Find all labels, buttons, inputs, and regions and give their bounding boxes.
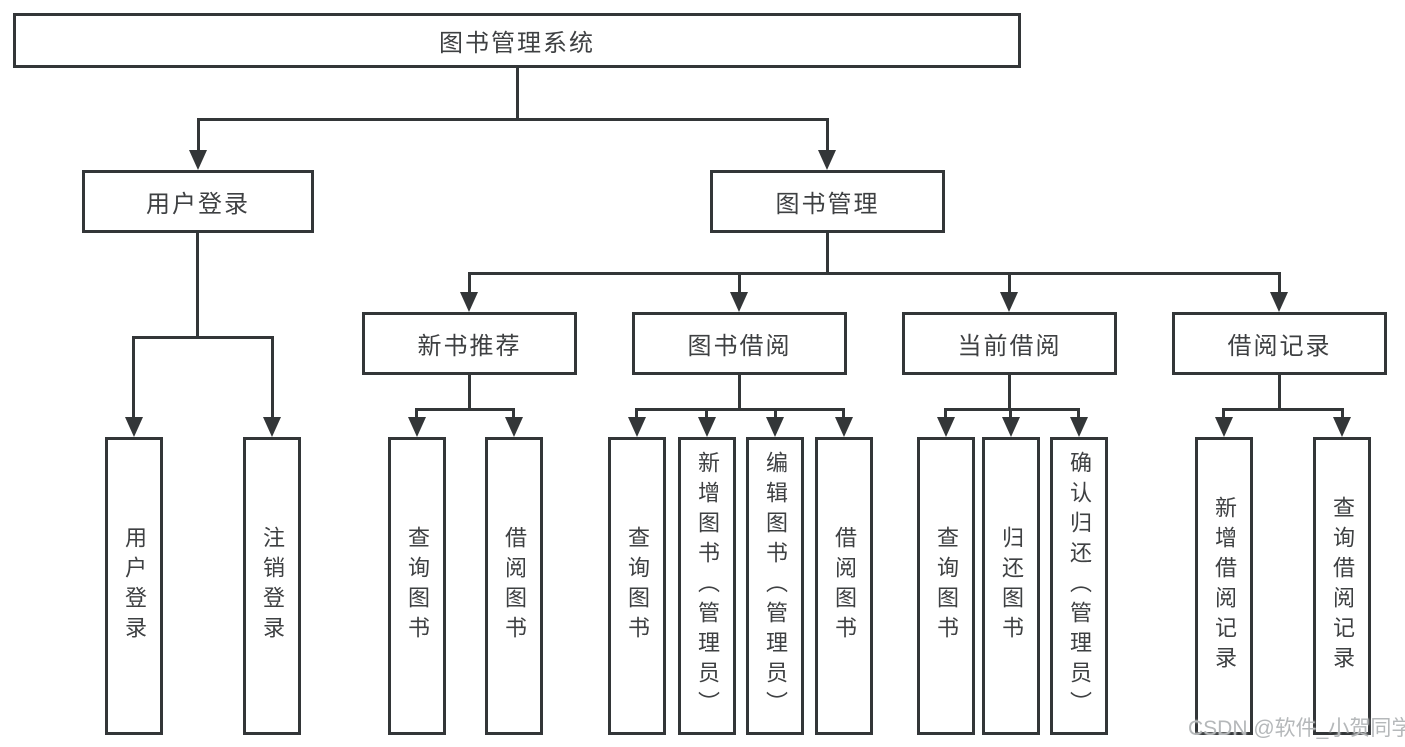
arrowhead-down-icon (460, 292, 478, 312)
leaf-label: 用户登录 (122, 526, 147, 646)
connector-hline (635, 408, 845, 411)
connector-vline (826, 118, 829, 152)
leaf-label: 借阅图书 (502, 526, 527, 646)
connector-hline (197, 118, 829, 121)
connector-hline (468, 272, 1280, 275)
connector-vline (635, 408, 638, 420)
connector-hline (944, 408, 1080, 411)
watermark: CSDN @软件_小贺同学 (1188, 717, 1405, 740)
node-root: 图书管理系统 (13, 13, 1021, 68)
arrowhead-down-icon (1070, 417, 1088, 437)
connector-hline (1222, 408, 1344, 411)
leaf-logout: 注销登录 (243, 437, 301, 735)
arrowhead-down-icon (937, 417, 955, 437)
node-user-login: 用户登录 (82, 170, 314, 233)
arrowhead-down-icon (1215, 417, 1233, 437)
connector-vline (1278, 375, 1281, 408)
connector-vline (1278, 272, 1281, 295)
connector-vline (516, 68, 519, 121)
connector-vline (197, 118, 200, 152)
arrowhead-down-icon (189, 150, 207, 170)
connector-vline (1077, 408, 1080, 420)
connector-vline (512, 408, 515, 420)
connector-vline (468, 375, 471, 408)
leaf-label: 新增图书（管理员） (695, 451, 720, 721)
leaf-label: 查询图书 (934, 526, 959, 646)
node-new-book-recommend-label: 新书推荐 (417, 333, 522, 360)
node-user-login-label: 用户登录 (146, 191, 250, 218)
leaf-query-book-borrow: 查询图书 (608, 437, 666, 735)
leaf-label: 查询借阅记录 (1330, 496, 1355, 676)
arrowhead-down-icon (408, 417, 426, 437)
node-borrow-records-label: 借阅记录 (1227, 333, 1332, 360)
leaf-query-book-current: 查询图书 (917, 437, 975, 735)
connector-vline (738, 272, 741, 295)
connector-vline (1008, 272, 1011, 295)
arrowhead-down-icon (1000, 292, 1018, 312)
node-book-borrow-label: 图书借阅 (687, 333, 792, 360)
node-book-management: 图书管理 (710, 170, 945, 233)
connector-hline (415, 408, 515, 411)
leaf-confirm-return-admin: 确认归还（管理员） (1050, 437, 1108, 735)
connector-hline (132, 336, 273, 339)
node-root-label: 图书管理系统 (439, 30, 595, 57)
arrowhead-down-icon (505, 417, 523, 437)
connector-vline (738, 375, 741, 408)
leaf-label: 归还图书 (999, 526, 1024, 646)
arrowhead-down-icon (766, 417, 784, 437)
connector-vline (842, 408, 845, 420)
connector-vline (1222, 408, 1225, 420)
node-current-borrow-label: 当前借阅 (957, 333, 1062, 360)
leaf-query-book-recommend: 查询图书 (388, 437, 446, 735)
connector-vline (944, 408, 947, 420)
arrowhead-down-icon (125, 417, 143, 437)
leaf-edit-book-admin: 编辑图书（管理员） (746, 437, 804, 735)
leaf-borrow-book-recommend: 借阅图书 (485, 437, 543, 735)
leaf-add-borrow-record: 新增借阅记录 (1195, 437, 1253, 735)
arrowhead-down-icon (1002, 417, 1020, 437)
arrowhead-down-icon (263, 417, 281, 437)
node-book-management-label: 图书管理 (775, 191, 880, 218)
arrowhead-down-icon (1333, 417, 1351, 437)
arrowhead-down-icon (1270, 292, 1288, 312)
leaf-add-book-admin: 新增图书（管理员） (678, 437, 736, 735)
leaf-label: 注销登录 (260, 526, 285, 646)
arrowhead-down-icon (698, 417, 716, 437)
leaf-label: 编辑图书（管理员） (763, 451, 788, 721)
leaf-label: 新增借阅记录 (1212, 496, 1237, 676)
leaf-user-login: 用户登录 (105, 437, 163, 735)
leaf-query-borrow-record: 查询借阅记录 (1313, 437, 1371, 735)
arrowhead-down-icon (730, 292, 748, 312)
node-current-borrow: 当前借阅 (902, 312, 1117, 375)
node-book-borrow: 图书借阅 (632, 312, 847, 375)
leaf-label: 查询图书 (625, 526, 650, 646)
leaf-label: 查询图书 (405, 526, 430, 646)
connector-vline (1008, 375, 1011, 408)
connector-vline (132, 336, 135, 419)
connector-vline (271, 336, 274, 419)
connector-vline (826, 233, 829, 272)
leaf-label: 确认归还（管理员） (1067, 451, 1092, 721)
connector-vline (705, 408, 708, 420)
node-borrow-records: 借阅记录 (1172, 312, 1387, 375)
leaf-borrow-book: 借阅图书 (815, 437, 873, 735)
connector-vline (468, 272, 471, 295)
leaf-label: 借阅图书 (832, 526, 857, 646)
connector-vline (196, 233, 199, 336)
arrowhead-down-icon (835, 417, 853, 437)
connector-vline (774, 408, 777, 420)
leaf-return-book: 归还图书 (982, 437, 1040, 735)
connector-vline (1009, 408, 1012, 420)
arrowhead-down-icon (628, 417, 646, 437)
connector-vline (1341, 408, 1344, 420)
node-new-book-recommend: 新书推荐 (362, 312, 577, 375)
connector-vline (415, 408, 418, 420)
arrowhead-down-icon (818, 150, 836, 170)
